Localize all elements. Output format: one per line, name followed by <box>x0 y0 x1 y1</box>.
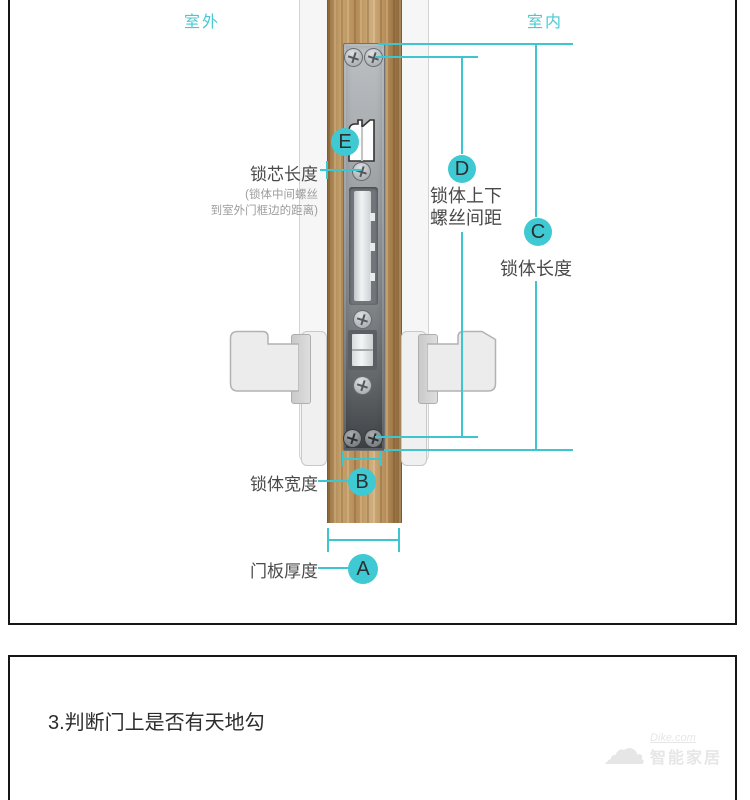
deadbolt <box>354 191 371 301</box>
outdoor-label: 室外 <box>184 14 221 31</box>
indoor-label: 室内 <box>527 14 564 31</box>
badge-a: A <box>348 554 378 584</box>
watermark-line2: 智能家居 <box>650 750 723 767</box>
measure-line-e <box>320 169 361 171</box>
label-screw-spacing: 锁体上下 螺丝间距 <box>430 186 502 228</box>
measure-line-d-vertical-lower <box>461 232 463 436</box>
outdoor-lever-handle <box>229 330 299 392</box>
watermark-line1: Dike.com <box>650 732 696 744</box>
cloud-icon: ☁ <box>602 725 646 774</box>
label-lock-core-length: 锁芯长度 <box>250 165 318 184</box>
measure-tick-a-right <box>398 528 400 552</box>
badge-e: E <box>331 128 359 156</box>
measure-tick-b-left <box>342 451 344 466</box>
measure-line-c-top <box>378 43 573 45</box>
badge-b: B <box>348 468 376 496</box>
label-connector-b <box>318 480 350 482</box>
measure-line-d-bottom <box>375 436 478 438</box>
measure-bracket-a <box>327 539 400 541</box>
badge-d: D <box>448 155 476 183</box>
label-door-thickness: 门板厚度 <box>250 562 318 581</box>
label-lock-body-length: 锁体长度 <box>500 259 572 279</box>
deadbolt-slot <box>349 187 378 305</box>
measure-tick-b-right <box>380 451 382 466</box>
measure-line-c-bottom <box>384 449 573 451</box>
measure-tick-e <box>326 161 328 179</box>
label-lock-body-width: 锁体宽度 <box>250 475 318 494</box>
measure-bracket-b <box>342 458 382 460</box>
watermark: ☁ Dike.com 智能家居 <box>602 728 722 772</box>
section2-panel-frame <box>8 655 737 800</box>
badge-c: C <box>524 218 552 246</box>
measure-line-d-top <box>375 56 478 58</box>
square-bolt-slot <box>348 330 377 370</box>
section2-title: 3.判断门上是否有天地勾 <box>48 712 265 734</box>
measure-tick-a-left <box>327 528 329 552</box>
measure-line-c-vertical-lower <box>535 281 537 450</box>
measure-line-d-vertical-upper <box>461 56 463 154</box>
label-connector-a <box>318 567 349 569</box>
label-lock-core-note: (锁体中间螺丝 到室外门框边的距离) <box>210 189 318 217</box>
measure-line-c-vertical-upper <box>535 43 537 217</box>
